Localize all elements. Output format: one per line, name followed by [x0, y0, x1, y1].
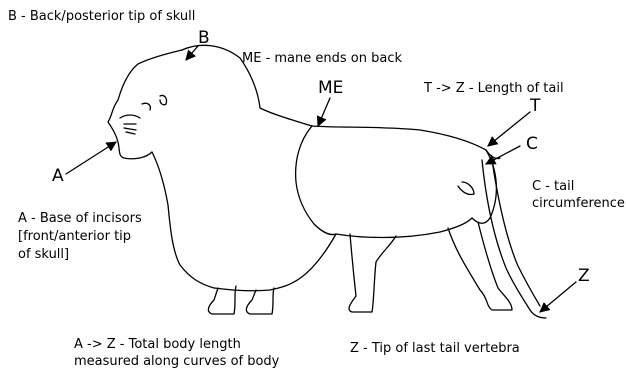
- label-az-description-line1: A -> Z - Total body length: [74, 336, 241, 353]
- label-me-letter: ME: [318, 78, 343, 98]
- label-c-description-line1: C - tail: [532, 178, 574, 195]
- label-a-description-line2: [front/anterior tip: [18, 228, 131, 245]
- label-t-letter: T: [530, 96, 540, 116]
- pointer-me: [318, 98, 330, 126]
- label-tz-description: T -> Z - Length of tail: [424, 80, 564, 97]
- label-a-letter: A: [52, 166, 64, 186]
- pointer-t: [488, 112, 530, 146]
- label-z-description: Z - Tip of last tail vertebra: [350, 340, 520, 357]
- pointer-z: [540, 282, 576, 312]
- label-z-letter: Z: [578, 266, 590, 286]
- label-me-description: ME - mane ends on back: [242, 50, 402, 67]
- label-c-description-line2: circumference: [532, 195, 625, 212]
- label-b-letter: B: [198, 28, 210, 48]
- pointer-a: [66, 142, 116, 174]
- label-b-description: B - Back/posterior tip of skull: [8, 8, 195, 25]
- label-a-description-line1: A - Base of incisors: [18, 210, 142, 227]
- label-az-description-line2: measured along curves of body: [74, 353, 279, 370]
- label-a-description-line3: of skull]: [18, 246, 69, 263]
- label-c-letter: C: [526, 134, 538, 154]
